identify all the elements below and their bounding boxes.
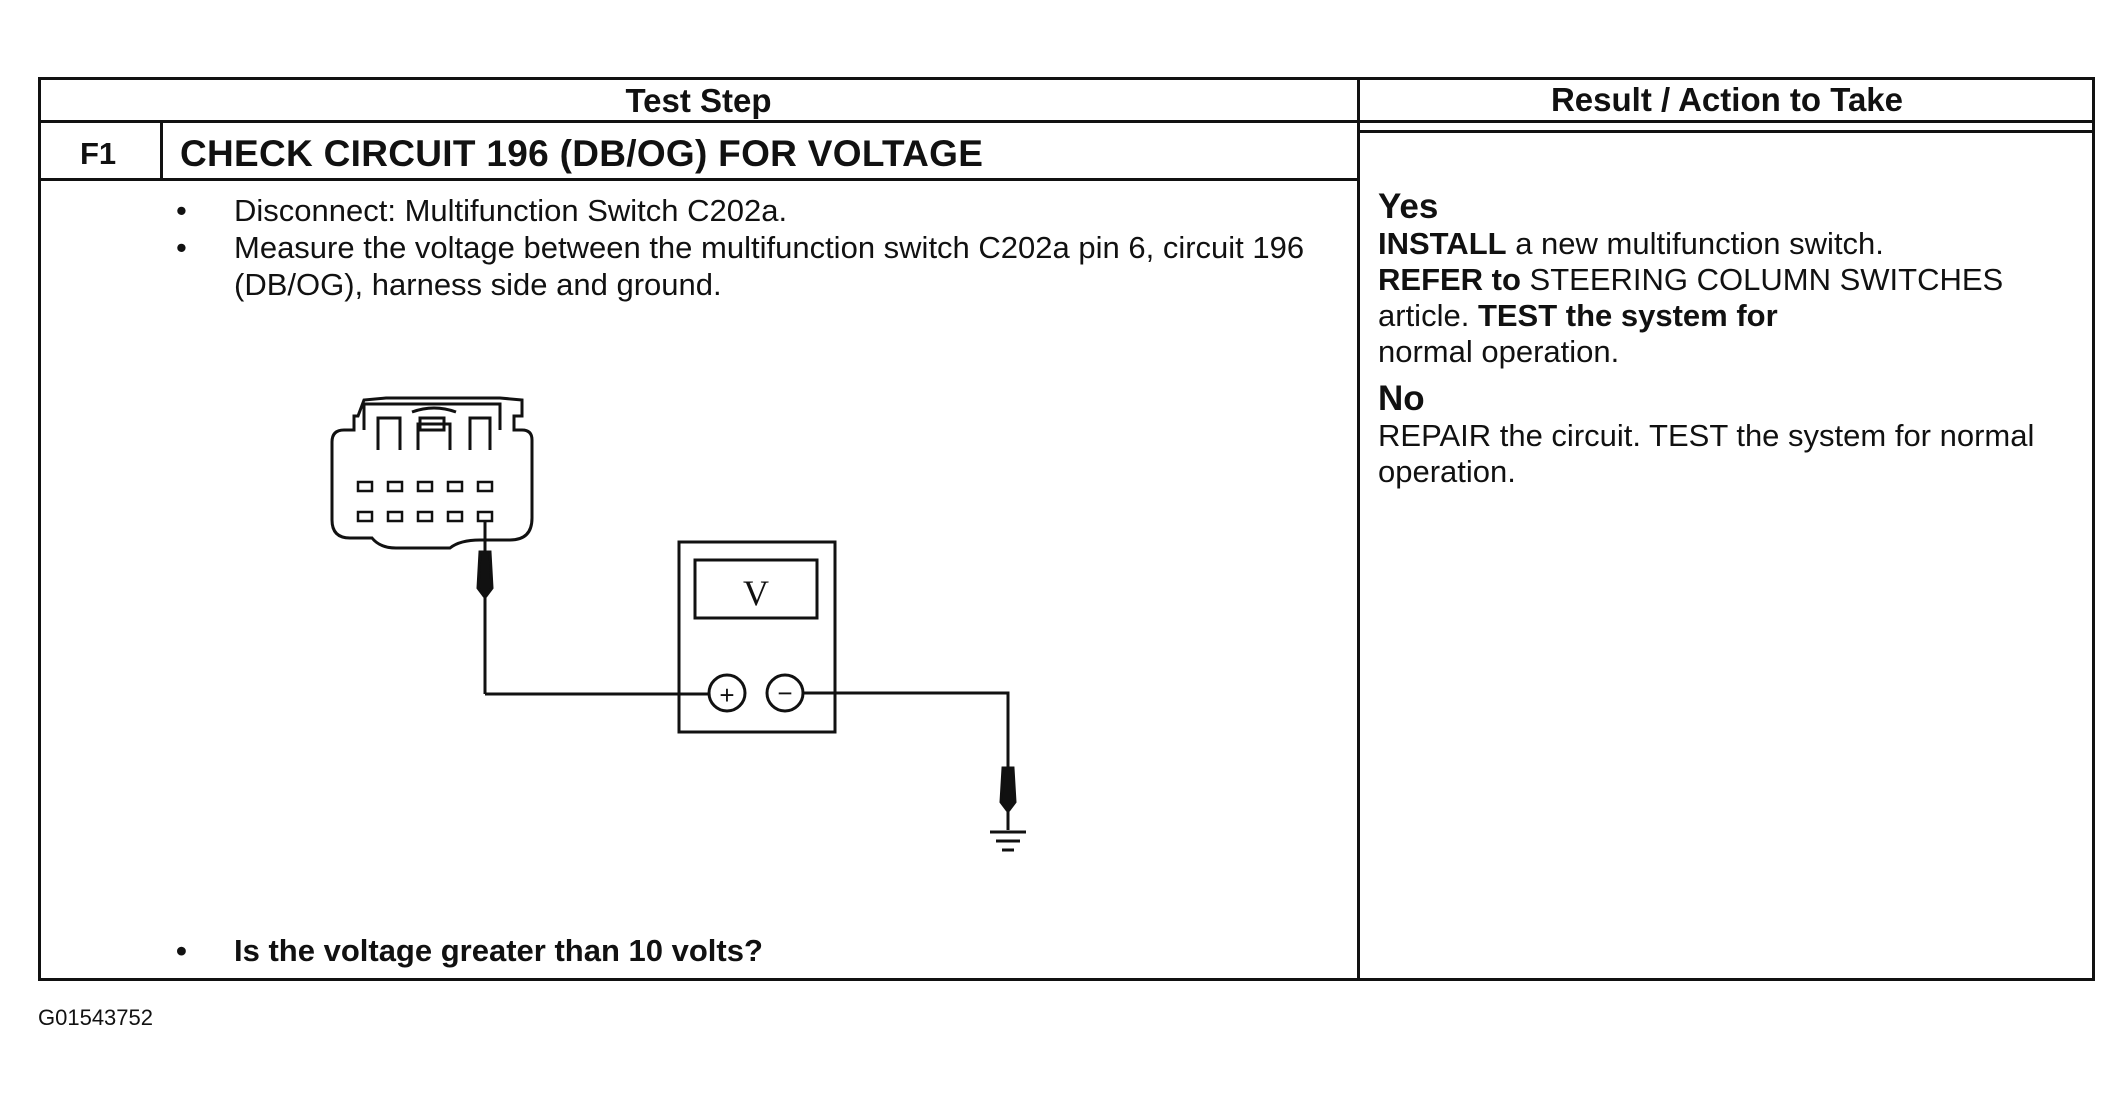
- plus-terminal-label: +: [719, 680, 734, 710]
- header-divider: [38, 120, 2095, 123]
- yes-heading: Yes: [1378, 187, 1439, 226]
- bullet-text: Disconnect: Multifunction Switch C202a.: [234, 193, 788, 228]
- voltmeter-icon: [677, 540, 837, 734]
- minus-terminal-label: −: [777, 678, 792, 708]
- question-text: Is the voltage greater than 10 volts?: [234, 933, 763, 968]
- result-panel: Yes INSTALL a new multifunction switch. …: [1378, 188, 2078, 490]
- no-heading: No: [1378, 379, 1425, 418]
- step-id-divider: [160, 120, 163, 180]
- ground-symbol-icon: [990, 830, 1026, 852]
- header-result: Result / Action to Take: [1550, 81, 1904, 118]
- figure-id: G01543752: [38, 1005, 153, 1030]
- no-text: REPAIR the circuit. TEST the system for …: [1378, 418, 2035, 489]
- voltmeter-label: V: [743, 573, 769, 613]
- ground-probe-icon: [999, 766, 1017, 830]
- header-test-step: Test Step: [625, 82, 772, 119]
- list-item: • Disconnect: Multifunction Switch C202a…: [176, 192, 1336, 229]
- bullet-icon: •: [176, 933, 187, 968]
- instruction-list: • Disconnect: Multifunction Switch C202a…: [176, 192, 1336, 303]
- step-id: F1: [80, 136, 117, 171]
- bullet-icon: •: [176, 193, 187, 228]
- step-row-divider: [38, 178, 1359, 181]
- list-item: • Measure the voltage between the multif…: [176, 229, 1336, 303]
- negative-lead: [803, 691, 1010, 768]
- step-title: CHECK CIRCUIT 196 (DB/OG) FOR VOLTAGE: [180, 133, 984, 174]
- measurement-diagram: V + −: [330, 396, 1026, 852]
- result-header-underline: [1357, 130, 2095, 133]
- yes-line: normal operation.: [1378, 334, 1620, 369]
- yes-line: INSTALL a new multifunction switch.: [1378, 226, 1884, 261]
- table-frame: [38, 77, 2095, 981]
- test-probe-icon: [476, 522, 494, 694]
- bullet-text: Measure the voltage between the multifun…: [234, 230, 1305, 302]
- bullet-icon: •: [176, 230, 187, 265]
- column-divider: [1357, 77, 1360, 981]
- decision-question: • Is the voltage greater than 10 volts?: [176, 933, 763, 969]
- connector-c202a-icon: [330, 396, 534, 550]
- yes-line: REFER to STEERING COLUMN SWITCHES articl…: [1378, 262, 2004, 333]
